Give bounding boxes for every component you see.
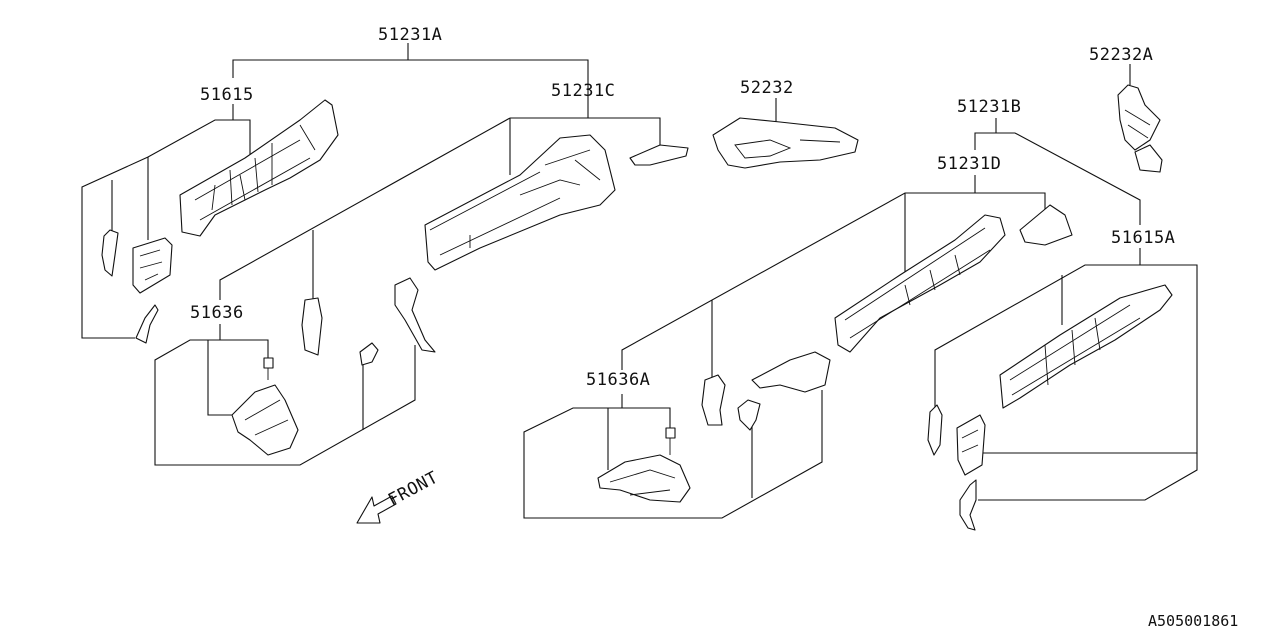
part-labels: 51231A 51615 51231C 52232 52232A 51231B …: [190, 25, 1175, 390]
label-51615A: 51615A: [1111, 228, 1175, 248]
label-51231B: 51231B: [957, 97, 1021, 117]
front-label: FRONT: [385, 468, 442, 511]
part-bracket-c2: [394, 277, 436, 353]
label-51636: 51636: [190, 303, 244, 323]
label-51636A: 51636A: [586, 370, 650, 390]
part-clip-r: [959, 479, 977, 531]
part-51615-rail: [179, 99, 339, 237]
part-clip-l: [135, 304, 159, 344]
part-51231C-tab: [629, 144, 689, 166]
part-52232A: [1117, 84, 1163, 173]
part-51231C-frame: [424, 134, 616, 271]
parts: [101, 84, 1173, 531]
part-bracket-d2: [751, 351, 831, 393]
part-51615A-rail: [999, 284, 1173, 409]
diagram-reference-code: A505001861: [1148, 612, 1238, 630]
label-51231A: 51231A: [378, 25, 442, 45]
part-bracket-d1: [701, 374, 726, 426]
label-52232: 52232: [740, 78, 794, 98]
part-clip-c: [359, 342, 379, 366]
leader-lines: [81, 43, 1198, 519]
part-51231D-tab: [1019, 204, 1073, 246]
part-51636-bracket: [231, 357, 299, 456]
part-clip-d: [737, 399, 761, 431]
part-52232: [712, 117, 859, 169]
part-bracket-c1: [301, 297, 323, 356]
label-51615: 51615: [200, 85, 254, 105]
part-bracket-r2: [956, 414, 986, 476]
label-51231D: 51231D: [937, 154, 1001, 174]
part-51231D-frame: [834, 214, 1006, 353]
label-51231C: 51231C: [551, 81, 615, 101]
part-bracket-l1: [101, 229, 119, 277]
part-bracket-r1: [927, 404, 943, 456]
front-arrow-icon: [356, 495, 397, 524]
part-bracket-l2: [132, 237, 173, 294]
part-51636A-bracket: [597, 427, 691, 503]
front-indicator: FRONT: [356, 468, 442, 524]
label-52232A: 52232A: [1089, 45, 1153, 65]
